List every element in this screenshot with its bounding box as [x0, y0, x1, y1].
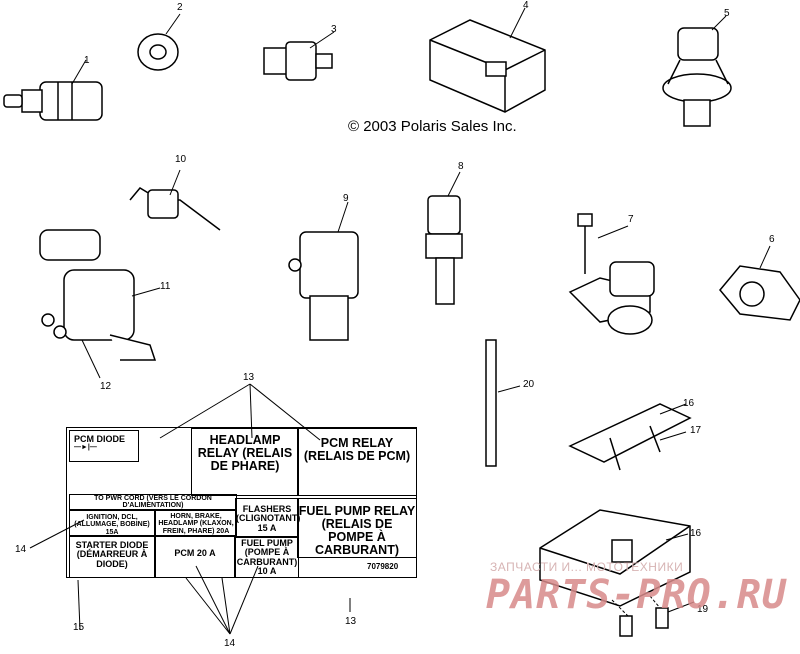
callout-1: 1: [84, 55, 90, 66]
diode-symbol: —►|—: [74, 444, 97, 452]
headlamp-relay-cell: HEADLAMP RELAY (RELAIS DE PHARE): [191, 428, 299, 496]
part-7-sensor: [568, 213, 655, 335]
callout-16-bottom: 16: [690, 528, 702, 539]
horn-fuse-cell: HORN, BRAKE, HEADLAMP (KLAXON, FREIN, PH…: [155, 510, 237, 536]
flashers-fuse-cell: FLASHERS (CLIGNOTANT) 15 A: [235, 498, 300, 538]
callout-5: 5: [724, 8, 730, 19]
part-19-screws: [611, 595, 695, 637]
callout-19: 19: [697, 604, 709, 615]
watermark-big: PARTS-PRO.RU: [486, 572, 787, 618]
callout-15: 15: [73, 622, 85, 633]
callout-9: 9: [343, 193, 349, 204]
callout-14-left: 14: [15, 544, 27, 555]
callout-3: 3: [331, 24, 337, 35]
watermark-small: ЗАПЧАСТИ И... МОТОТЕХНИКИ: [490, 560, 684, 574]
callout-13-top: 13: [243, 372, 255, 383]
callout-12: 12: [100, 381, 112, 392]
pcm-diode-cell: PCM DIODE —►|—: [69, 430, 139, 462]
pcm-fuse-cell: PCM 20 A: [155, 536, 235, 578]
callout-17: 17: [690, 425, 702, 436]
fuel-pump-fuse-cell: FUEL PUMP (POMPE À CARBURANT) 10 A: [235, 536, 299, 578]
part-16-cover: [568, 403, 692, 471]
part-5-sensor: [662, 15, 732, 127]
callout-13-bottom: 13: [345, 616, 357, 627]
callout-11: 11: [160, 281, 171, 292]
callout-2: 2: [177, 2, 183, 13]
callout-8: 8: [458, 161, 464, 172]
pcm-relay-cell: PCM RELAY (RELAIS DE PCM): [297, 428, 417, 496]
copyright-text: © 2003 Polaris Sales Inc.: [348, 118, 517, 135]
callout-6: 6: [769, 234, 775, 245]
part-4-module: [429, 7, 546, 113]
part-6-sensor: [719, 245, 800, 321]
ignition-fuse-cell: IGNITION, DCL, (ALLUMAGE, BOBINE) 15A: [69, 510, 155, 536]
callout-7: 7: [628, 214, 634, 225]
part-3-switch: [263, 31, 335, 81]
callout-10: 10: [175, 154, 187, 165]
fuel-pump-relay-cell: FUEL PUMP RELAY (RELAIS DE POMPE À CARBU…: [297, 498, 417, 558]
part-10-sensor: [129, 169, 221, 231]
part-9-sensor: [288, 201, 359, 341]
part-20-cable-tie: [485, 339, 521, 467]
callout-16-top: 16: [683, 398, 695, 409]
pwr-cord-cell: TO PWR CORD (VERS LE CORDON D'ALIMENTATI…: [69, 494, 237, 510]
callout-14-bottom: 14: [224, 638, 236, 649]
callout-20: 20: [523, 379, 535, 390]
fuse-box-label: PCM DIODE —►|— HEADLAMP RELAY (RELAIS DE…: [66, 427, 417, 578]
pcm-diode-text: PCM DIODE: [74, 434, 126, 444]
part-number: 7079820: [367, 562, 399, 571]
part-1-sensor: [3, 59, 103, 121]
starter-diode-cell: STARTER DIODE (DÉMARREUR À DIODE): [69, 536, 155, 578]
part-2-washer: [137, 13, 181, 71]
callout-4: 4: [523, 0, 529, 11]
part-11-solenoid: [39, 229, 161, 379]
part-18-fuse-box: [539, 509, 691, 607]
part-8-sender: [425, 171, 463, 305]
